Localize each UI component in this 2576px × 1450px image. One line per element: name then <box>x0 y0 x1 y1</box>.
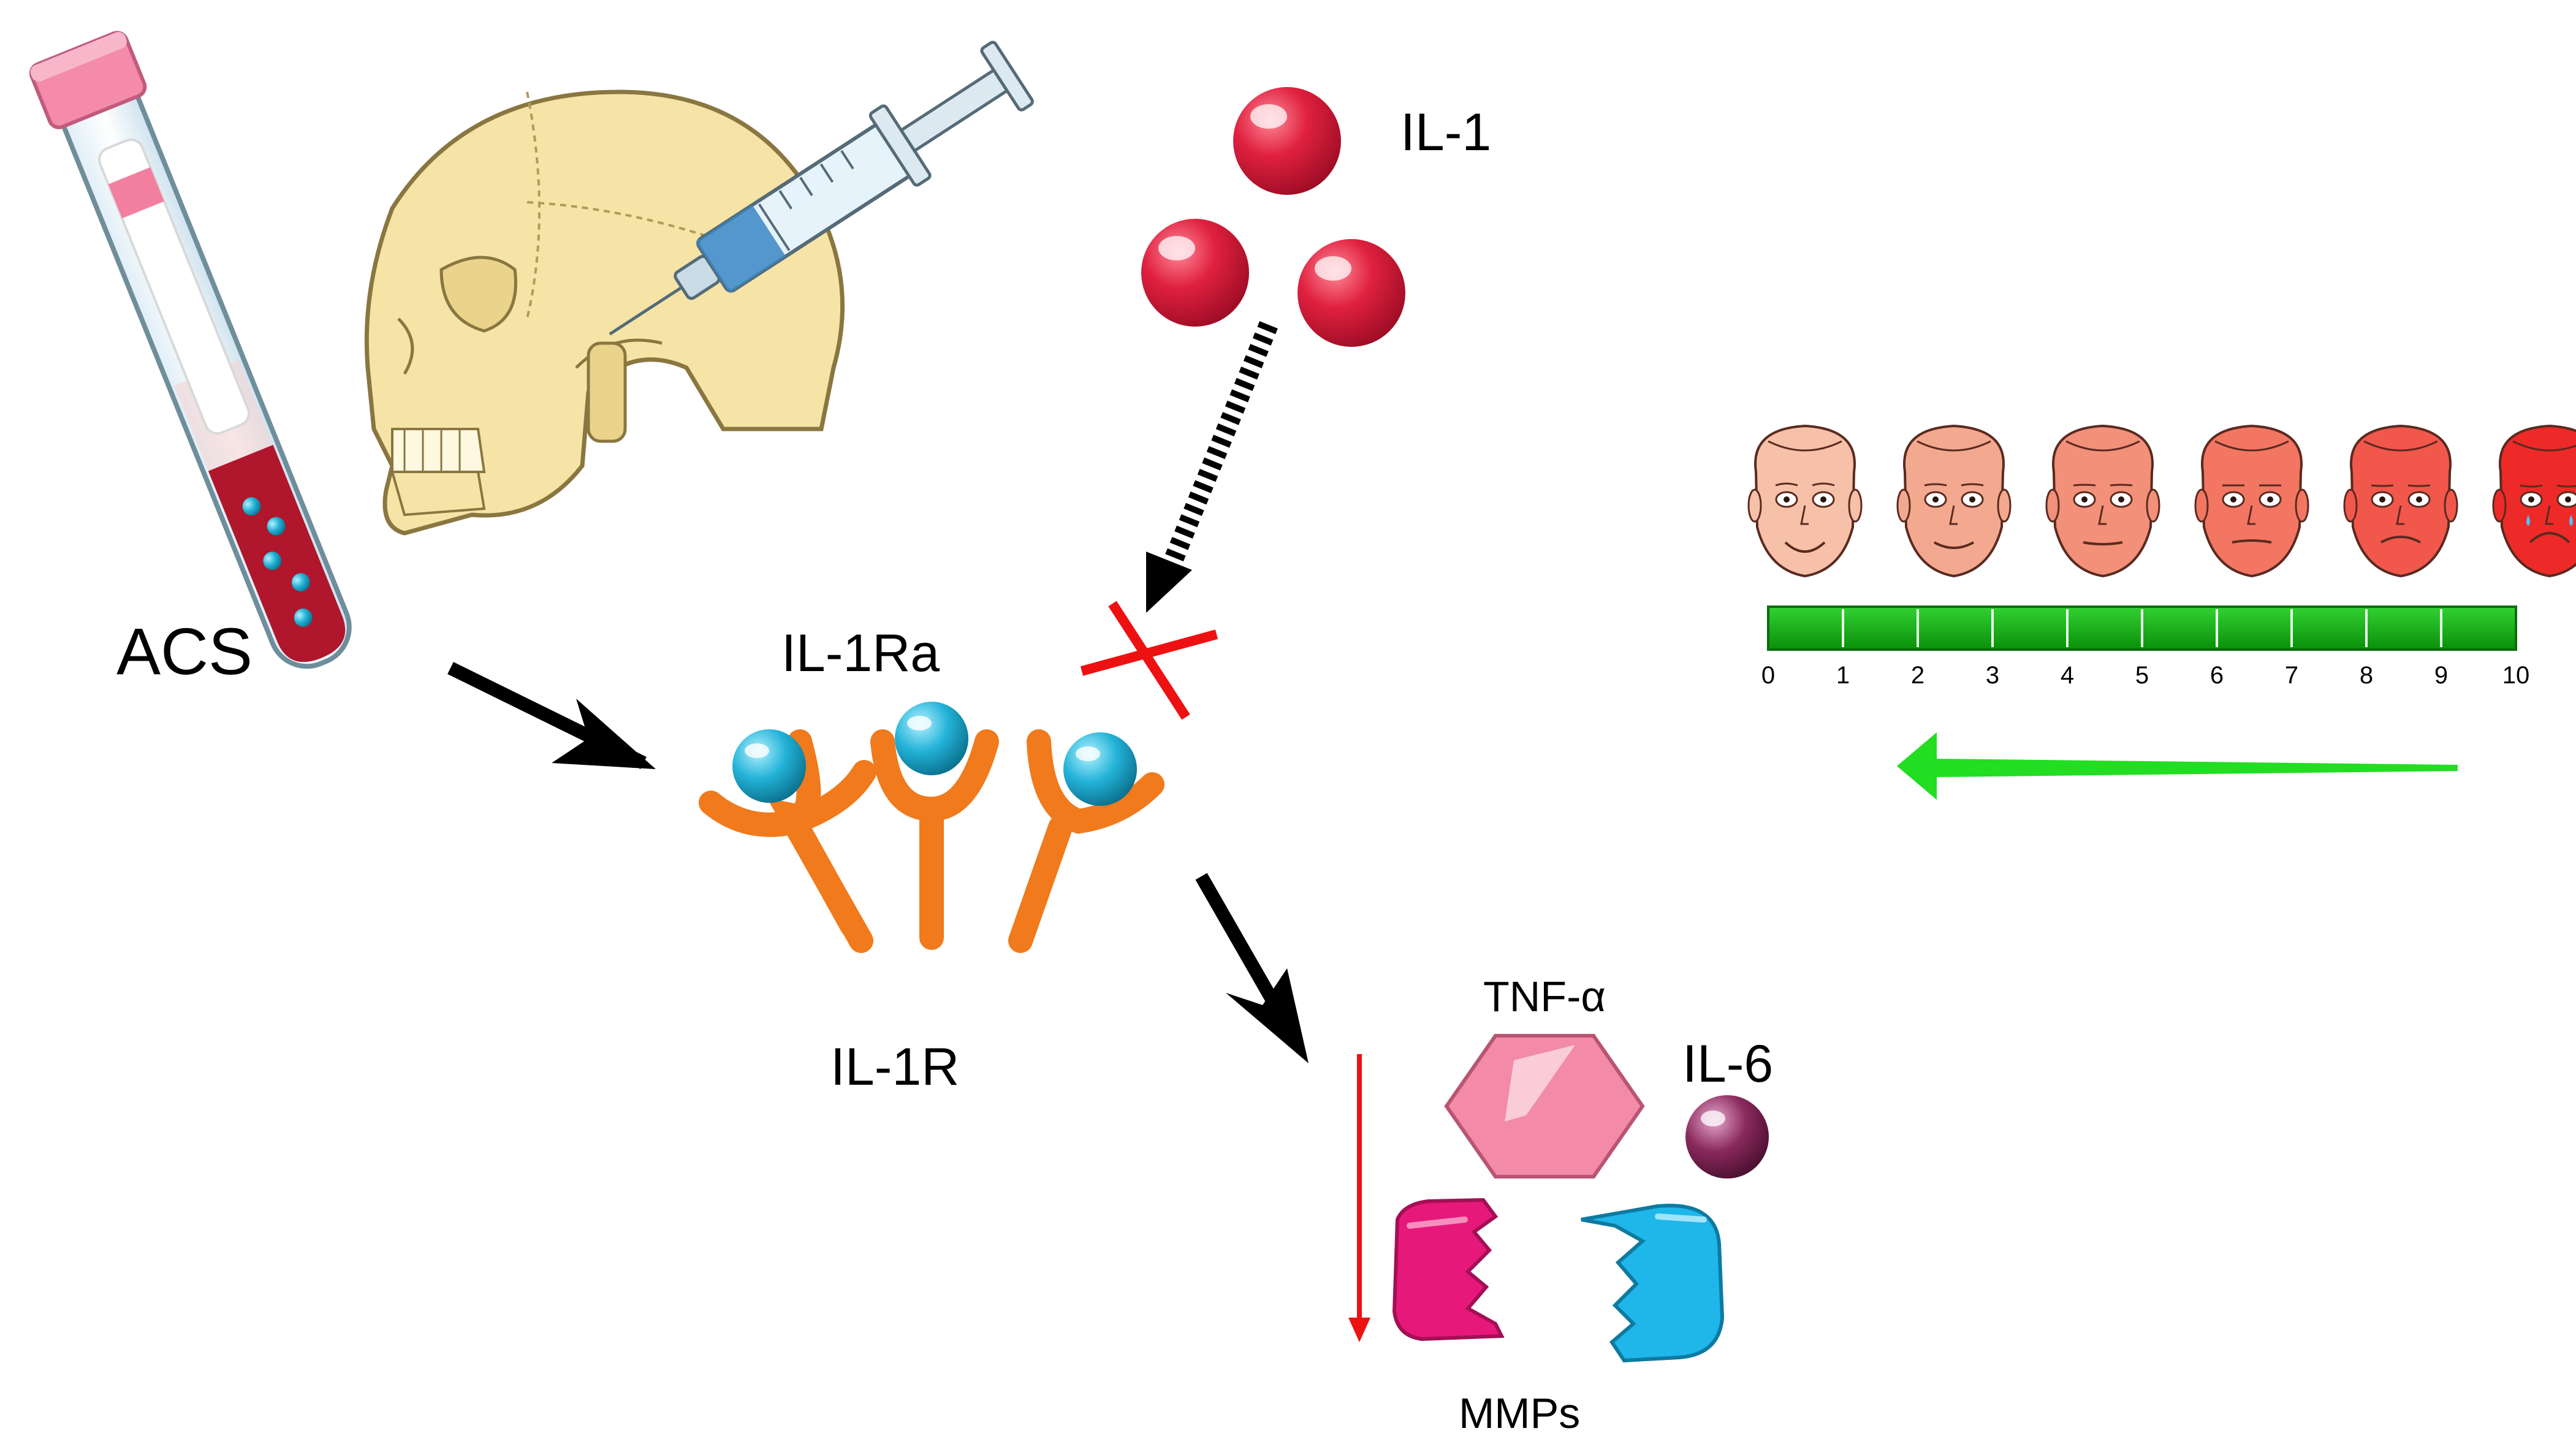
blood-tube-icon <box>29 31 352 669</box>
il1-molecules <box>1141 87 1405 347</box>
scale-tick-label: 7 <box>2285 662 2298 689</box>
green-arrow-icon <box>1897 732 2458 800</box>
il1r-label: IL-1R <box>830 1038 959 1096</box>
scale-tick-label: 6 <box>2210 662 2224 689</box>
tnf-hexagon-icon <box>1444 1034 1645 1179</box>
il6-label: IL-6 <box>1682 1034 1773 1093</box>
scale-tick-label: 3 <box>1986 662 1999 689</box>
downstream-arrow <box>1195 873 1309 1063</box>
pain-scale-bar <box>1767 605 2517 651</box>
scale-tick-label: 4 <box>2061 662 2074 689</box>
decrease-arrow <box>1348 1054 1370 1342</box>
receptor-2 <box>870 702 999 950</box>
pain-scale-ticks: 0 1 2 3 4 5 6 7 8 9 10 <box>1761 662 2529 689</box>
il1-receptors <box>699 702 1165 953</box>
scale-tick-label: 8 <box>2360 662 2373 689</box>
tnf-label: TNF-α <box>1483 973 1606 1020</box>
receptor-1 <box>699 729 876 953</box>
scale-tick-label: 5 <box>2135 662 2149 689</box>
pain-face-5-icon <box>2492 424 2576 578</box>
syringe-icon <box>609 40 1034 336</box>
acs-arrow <box>447 662 656 769</box>
il1-label: IL-1 <box>1400 103 1491 162</box>
mmp-left-icon <box>1392 1198 1505 1342</box>
pain-face-3-icon <box>2194 424 2309 578</box>
pain-face-1-icon <box>1896 424 2012 578</box>
scale-tick-label: 1 <box>1836 662 1850 689</box>
il1-dashed-arrow <box>1146 321 1278 613</box>
scale-tick-label: 2 <box>1911 662 1924 689</box>
mmps-label: MMPs <box>1459 1389 1580 1437</box>
scale-dividers <box>1842 609 2442 647</box>
mmp-right-icon <box>1581 1204 1725 1363</box>
pain-face-4-icon <box>2343 424 2458 578</box>
il6-sphere-icon <box>1685 1095 1769 1179</box>
pain-face-2-icon <box>2045 424 2160 578</box>
il1ra-label: IL-1Ra <box>781 624 940 683</box>
acs-label: ACS <box>116 614 253 688</box>
pain-faces <box>1747 424 2576 578</box>
pain-face-0-icon <box>1747 424 1863 578</box>
receptor-3 <box>1008 729 1165 953</box>
scale-tick-label: 9 <box>2434 662 2448 689</box>
block-x-icon <box>1080 601 1218 720</box>
skull-icon <box>364 89 845 536</box>
scale-tick-label: 0 <box>1761 662 1775 689</box>
scale-tick-label: 10 <box>2502 662 2530 689</box>
